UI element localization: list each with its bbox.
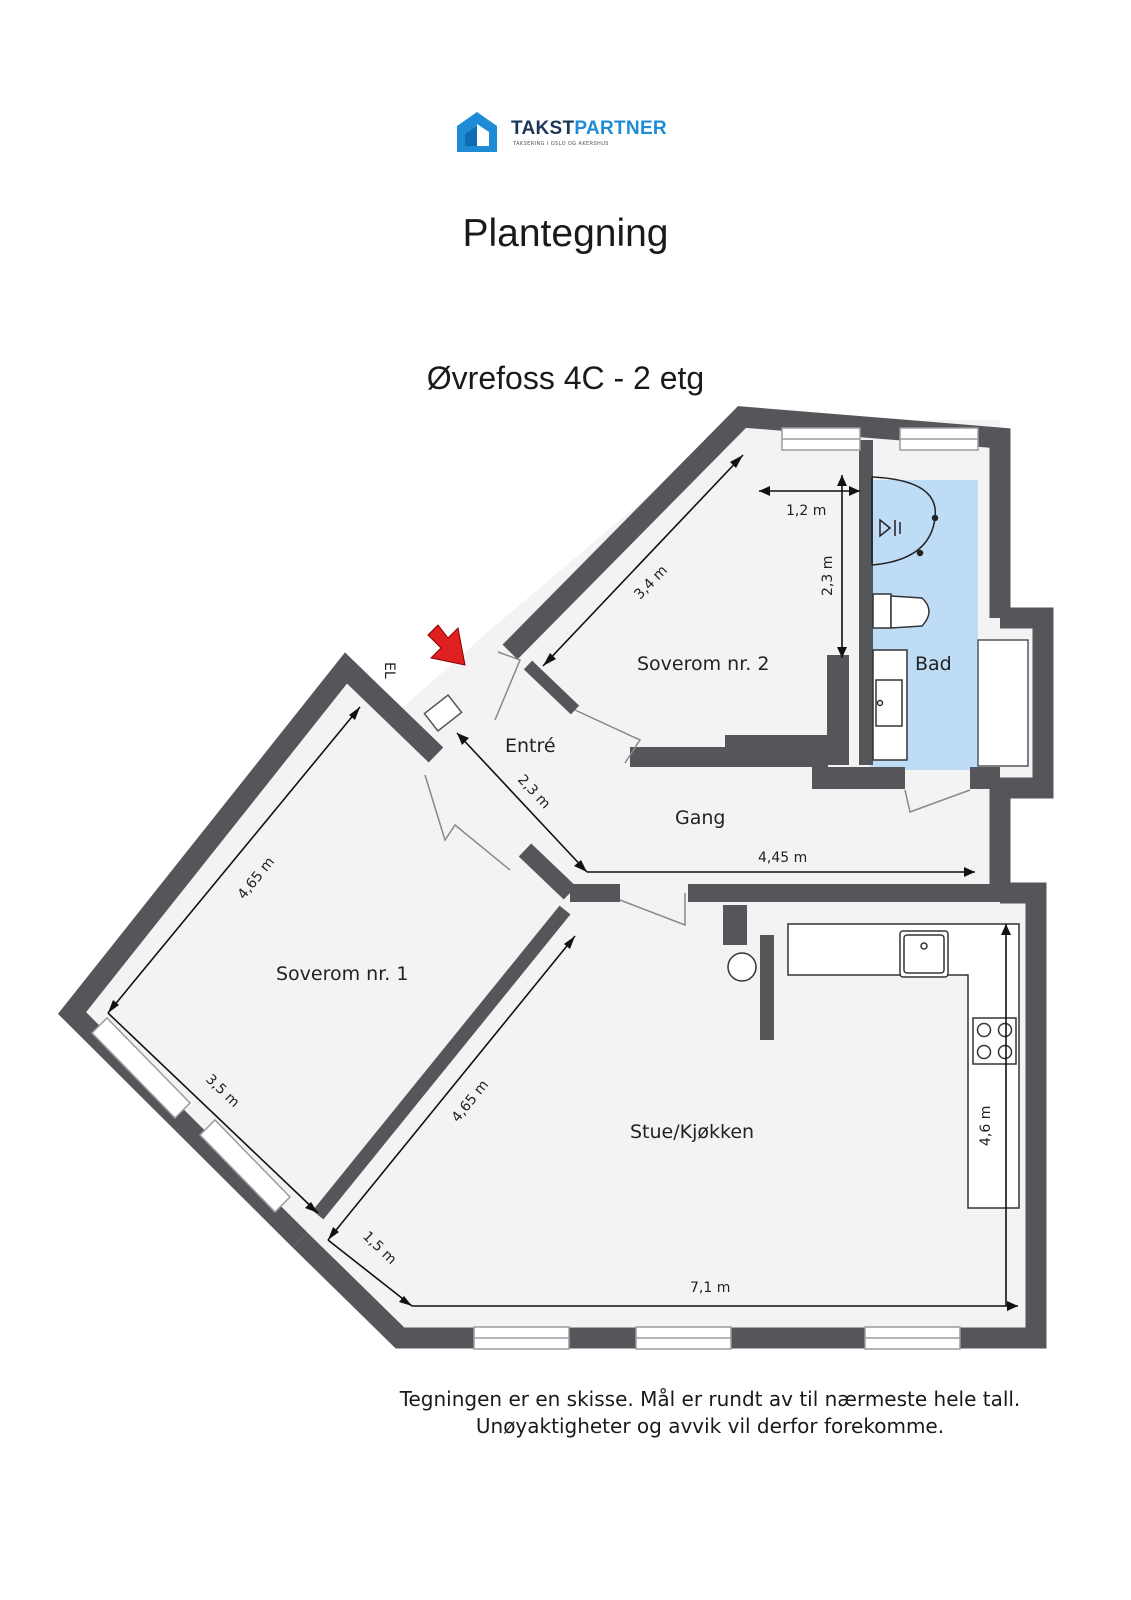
room-label-hall: Gang: [675, 807, 725, 829]
house-logo-icon: [457, 112, 497, 152]
kitchen-sink-icon: [899, 930, 949, 978]
round-column-icon: [727, 952, 757, 982]
doors: [424, 651, 971, 927]
room-label-entry: Entré: [505, 735, 556, 757]
dim-living-height: 4,6 m: [978, 1106, 994, 1146]
stove-icon: [972, 1017, 1017, 1065]
interior-walls: [312, 440, 1000, 1220]
page-title: Plantegning: [462, 212, 669, 255]
dimension-arrowheads: [108, 455, 1018, 1311]
walls: [57, 406, 1054, 1349]
cabinet: [977, 639, 1029, 767]
takstpartner-logo: TAKSTPARTNER TAKSERING I OSLO OG AKERSHU…: [455, 110, 695, 154]
dim-hall-width: 4,45 m: [758, 850, 807, 866]
el-label: EL: [381, 662, 397, 679]
entry-arrow-icon: [427, 624, 466, 666]
brand-name-part2: PARTNER: [574, 118, 667, 139]
dim-bedroom2-height: 2,3 m: [820, 556, 836, 596]
disclaimer-line-1: Tegningen er en skisse. Mål er rundt av …: [399, 1387, 1021, 1411]
brand-tagline: TAKSERING I OSLO OG AKERSHUS: [513, 141, 609, 147]
disclaimer-note: Tegningen er en skisse. Mål er rundt av …: [360, 1386, 1060, 1440]
windows: [90, 427, 979, 1350]
room-label-living: Stue/Kjøkken: [630, 1121, 754, 1143]
sink-icon: [872, 649, 908, 761]
kitchen-counter: [787, 923, 1020, 1209]
room-label-bedroom1: Soverom nr. 1: [276, 963, 408, 985]
room-label-bath: Bad: [915, 653, 952, 675]
electrical-panel: [423, 694, 463, 732]
dim-bedroom2-top: 1,2 m: [786, 503, 826, 519]
room-label-bedroom2: Soverom nr. 2: [637, 653, 769, 675]
dimension-lines: [107, 454, 1018, 1307]
toilet-icon: [872, 593, 930, 629]
shower-icon: [871, 476, 939, 566]
disclaimer-line-2: Unøyaktigheter og avvik vil derfor forek…: [475, 1414, 945, 1438]
brand-name: TAKSTPARTNER: [511, 118, 667, 140]
dim-living-width: 7,1 m: [690, 1280, 730, 1296]
page-subtitle: Øvrefoss 4C - 2 etg: [426, 360, 705, 396]
brand-name-part1: TAKST: [511, 118, 575, 139]
